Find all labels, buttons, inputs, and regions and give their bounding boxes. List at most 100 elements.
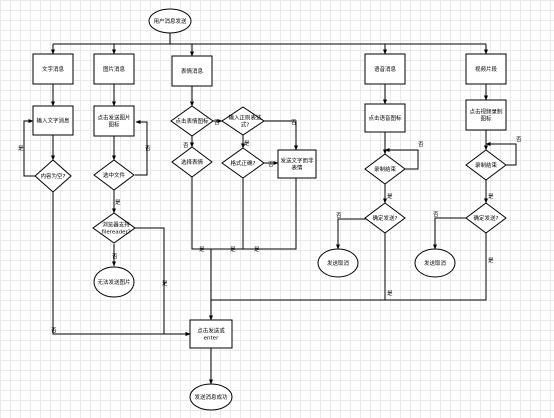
label-line: enter (204, 336, 219, 342)
edge-format-yes (211, 178, 244, 250)
node-click-image-icon-label: 点击发送图片图标 (97, 114, 130, 129)
label-line: 点击视频录制 (469, 108, 503, 116)
edge-label-sendtext-yes: 是 (254, 246, 260, 253)
node-click-emoji-icon-label: 点击表情图标 (175, 117, 209, 125)
label-line: 式? (241, 121, 250, 129)
edge-label-vconfirm-no: 否 (433, 211, 439, 218)
node-cancel-video-label: 发送取消 (424, 259, 447, 267)
label-line: 图标 (480, 115, 492, 123)
node-record-end-label: 录制结束 (374, 165, 397, 173)
edge-label-format-yes: 是 (230, 246, 236, 253)
edge-vconfirm-no (433, 217, 466, 250)
node-start-label: 用户消息发送 (153, 17, 187, 25)
node-emoji-msg (171, 55, 213, 87)
node-voice-msg-label: 语音消息 (374, 65, 397, 73)
edge-label-emoji-no: 否 (183, 142, 189, 149)
edge-label-empty-yes: 是 (18, 145, 24, 152)
node-record-end (364, 153, 406, 185)
edge-label-vrecord-no: 否 (516, 136, 522, 143)
edge-label-record-yes: 是 (387, 193, 393, 200)
node-select-file-label: 选中文件 (103, 171, 126, 179)
edge-label-regex-yes: 是 (244, 140, 250, 147)
edge-empty-no (52, 192, 191, 336)
edge-label-select-no: 否 (145, 145, 151, 152)
node-image-msg (93, 53, 135, 85)
edge-label-browser-yes: 是 (162, 280, 168, 287)
edge-record-no-loop (384, 148, 419, 170)
label-line: 表情 (291, 164, 303, 172)
label-line: 录制结束 (475, 161, 498, 169)
edge-label-select-emoji-yes: 是 (199, 246, 205, 253)
edge-vrecord-no-loop (485, 142, 517, 166)
edge-select-yes (191, 176, 211, 250)
node-video-msg-label: 视频片段 (475, 65, 498, 73)
label-line: 选中文件 (103, 171, 126, 179)
node-cancel-video (414, 248, 456, 278)
node-select-emoji (171, 146, 213, 178)
node-input-text (32, 105, 74, 136)
node-cancel-voice (317, 248, 359, 278)
node-click-voice-icon (364, 103, 406, 133)
node-click-voice-icon-label: 点击语音图标 (368, 114, 402, 122)
label-line: 确定发送? (373, 214, 398, 222)
edge-label-select-yes: 是 (115, 199, 121, 206)
node-confirm-send-video (465, 202, 507, 234)
label-line: 确定发送? (474, 214, 499, 222)
node-text-msg-label: 文字消息 (42, 65, 65, 73)
node-success (189, 383, 233, 411)
node-success-label: 发送消息成功 (194, 393, 228, 401)
edge-confirm-yes (211, 233, 386, 301)
edge-label-format-no: 否 (268, 161, 274, 168)
node-select-file (93, 159, 135, 191)
node-click-emoji-icon (170, 105, 214, 137)
edge-label-confirm-no: 否 (336, 212, 342, 219)
node-content-empty-label: 内容为空? (41, 172, 66, 180)
node-emoji-msg-label: 表情消息 (181, 67, 204, 75)
edge-label-confirm-yes: 是 (387, 290, 393, 297)
label-line: 无法发送图片 (97, 278, 130, 286)
node-video-msg (465, 53, 507, 85)
label-line: 点击发送或 (197, 327, 225, 335)
node-click-video-icon-label: 点击视频录制图标 (469, 108, 503, 123)
node-click-video-icon (465, 99, 507, 131)
node-select-emoji-label: 选择表情 (181, 158, 204, 166)
node-browser-support (92, 212, 136, 244)
node-confirm-send-voice (364, 202, 406, 234)
edges (23, 32, 517, 385)
edge-label-browser-no: 否 (112, 253, 118, 260)
label-line: 点击发送图片 (97, 114, 130, 122)
edge-label-record-no: 否 (418, 141, 424, 148)
edge-labels: 是 否 否 是 否 是 否 否 是 否 否 是 是 是 否 是 否 是 否 是 … (18, 119, 522, 334)
label-line: 内容为空? (41, 172, 66, 180)
node-send-text-emoji (277, 149, 317, 179)
node-cancel-voice-label: 发送取消 (327, 259, 350, 267)
node-input-regex-label: 输入正则表达式? (228, 114, 262, 129)
label-line: 输入正则表达 (228, 114, 262, 122)
node-send-button (189, 319, 233, 349)
edge-confirm-no (336, 218, 366, 250)
label-line: 输入文字消息 (36, 117, 70, 125)
label-line: 点击表情图标 (175, 117, 209, 125)
edge-label-vconfirm-yes: 是 (488, 257, 494, 264)
node-not-supported-label: 无法发送图片 (97, 278, 130, 286)
node-format-correct (221, 147, 265, 179)
edge-label-regex-no: 否 (291, 119, 297, 126)
edge-select-no-loop (135, 120, 148, 176)
label-line: 图标 (108, 121, 120, 129)
label-line: 发送文字而非 (280, 157, 314, 165)
label-line: 录制结束 (374, 165, 397, 173)
label-line: 发送消息成功 (194, 393, 228, 401)
label-line: filereader? (101, 230, 130, 236)
node-input-regex (221, 106, 265, 136)
node-text-msg (32, 53, 74, 85)
edge-vconfirm-yes (385, 233, 487, 301)
node-voice-msg (364, 53, 406, 85)
node-click-image-icon (93, 105, 135, 137)
edge-label-empty-no: 否 (51, 327, 57, 334)
edge-regex-no (264, 120, 298, 151)
node-start-shape (148, 8, 192, 34)
node-content-empty (34, 159, 72, 193)
label-line: 浏览器支持 (102, 221, 130, 229)
